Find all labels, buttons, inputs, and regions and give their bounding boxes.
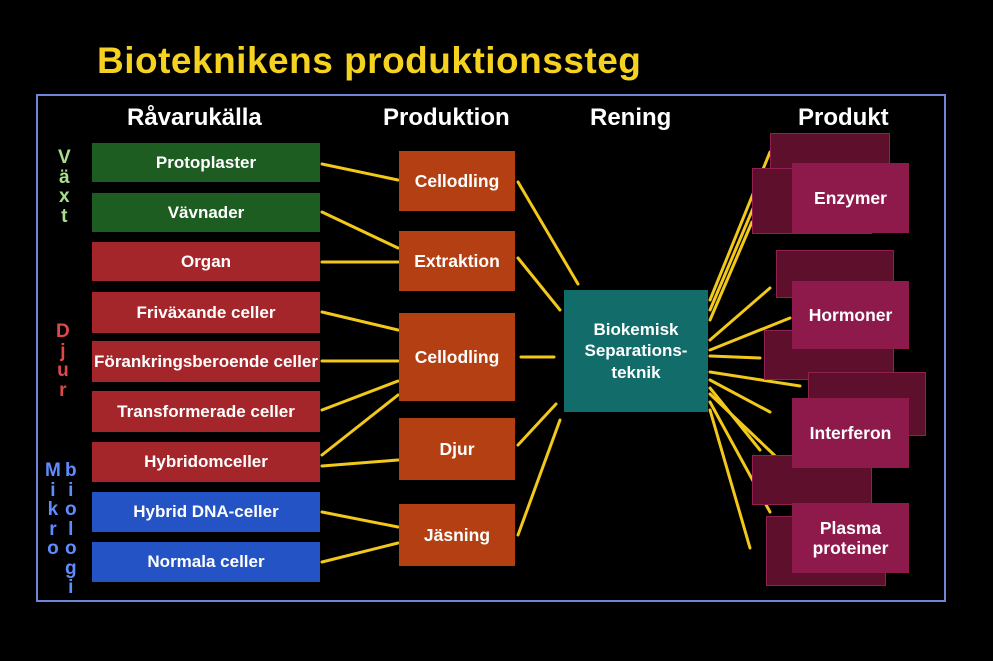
connector-line <box>320 510 400 529</box>
source-normala-celler: Normala celler <box>92 542 320 582</box>
product-interferon: Interferon <box>792 398 909 468</box>
connector-line <box>708 378 772 414</box>
source-hybrid-dna-celler: Hybrid DNA-celler <box>92 492 320 532</box>
product-enzymer: Enzymer <box>792 163 909 233</box>
slide-title: Bioteknikens produktionssteg <box>97 40 642 81</box>
connector-line <box>708 286 772 342</box>
connector-line <box>320 310 400 332</box>
source-forankringsberoende-celler: Förankringsberoende celler <box>92 341 320 382</box>
connector-line <box>320 379 400 412</box>
production-jasning: Jäsning <box>399 504 515 566</box>
production-cellodling-2: Cellodling <box>399 313 515 401</box>
diagram-frame <box>36 94 946 602</box>
connector-line <box>516 418 562 537</box>
header-purification: Rening <box>590 104 672 131</box>
source-hybridomceller: Hybridomceller <box>92 442 320 482</box>
connector-line <box>320 210 400 250</box>
source-organ: Organ <box>92 242 320 281</box>
header-source: Råvarukälla <box>127 104 262 131</box>
production-djur: Djur <box>399 418 515 480</box>
purification-biokemisk-separationsteknik: Biokemisk Separations-teknik <box>564 290 708 412</box>
connector-line <box>320 458 400 468</box>
connector-line <box>708 354 762 360</box>
connector-line <box>516 256 562 312</box>
source-transformerade-celler: Transformerade celler <box>92 391 320 432</box>
connector-line <box>708 370 802 388</box>
connector-line <box>320 162 400 182</box>
product-plasma-proteiner: Plasma proteiner <box>792 503 909 573</box>
header-product: Produkt <box>798 104 889 131</box>
connector-line <box>708 220 754 322</box>
connector-line <box>320 393 400 457</box>
production-extraktion: Extraktion <box>399 231 515 291</box>
product-hormoner: Hormoner <box>792 281 909 349</box>
connector-line <box>320 541 400 564</box>
production-cellodling-1: Cellodling <box>399 151 515 211</box>
header-production: Produktion <box>383 104 510 131</box>
source-frivaxande-celler: Friväxande celler <box>92 292 320 333</box>
connector-line <box>516 402 558 447</box>
connector-line <box>708 408 752 550</box>
source-vavnader: Vävnader <box>92 193 320 232</box>
source-protoplaster: Protoplaster <box>92 143 320 182</box>
connector-line <box>708 316 792 352</box>
connector-line <box>708 190 762 312</box>
connector-line <box>516 180 580 286</box>
